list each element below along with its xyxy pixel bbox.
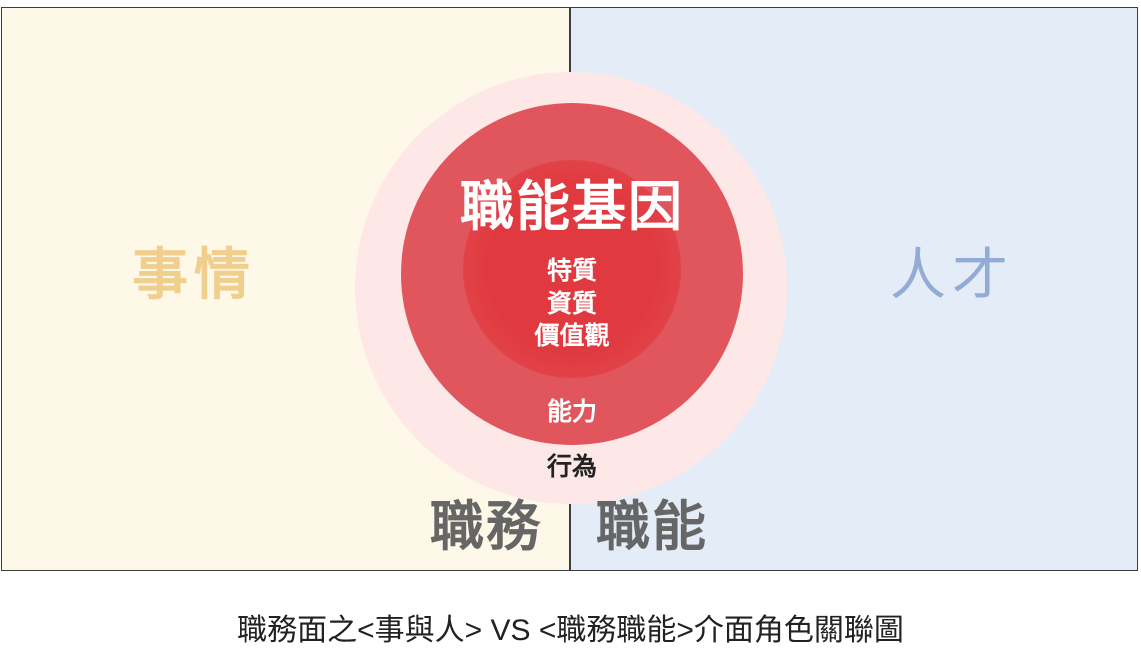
left-panel-label: 事情: [132, 243, 256, 308]
middle-ring-label: 能力: [546, 397, 597, 426]
core-item: 價值觀: [534, 321, 610, 350]
inner-circle: [463, 160, 681, 378]
core-item: 資質: [546, 288, 597, 318]
bottom-left-label: 職務: [430, 495, 542, 558]
core-title: 職能基因: [460, 175, 684, 238]
core-item: 特質: [546, 256, 597, 285]
core-items: 特質 資質 價值觀: [472, 255, 672, 353]
figure-caption: 職務面之<事與人> VS <職務職能>介面角色關聯圖: [237, 614, 904, 647]
diagram-frame: 事情 人才 職能基因 特質 資質 價值觀 能力 行為 職務 職能: [1, 7, 1138, 571]
bottom-right-label: 職能: [596, 495, 708, 558]
outer-ring-label: 行為: [546, 452, 597, 481]
right-panel-label: 人才: [890, 243, 1014, 308]
